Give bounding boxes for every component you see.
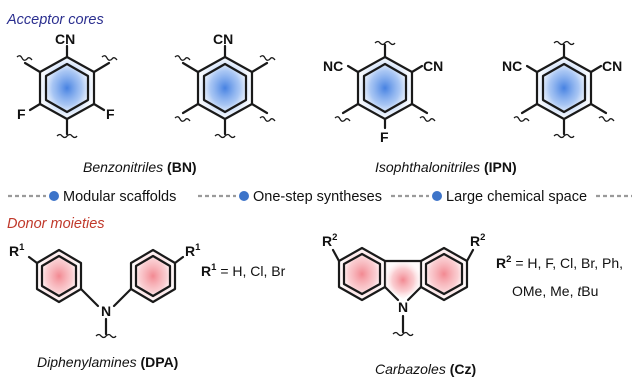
caption-carbazoles: Carbazoles (Cz)	[375, 361, 476, 377]
nitrogen-label: N	[101, 303, 111, 319]
caption-benzonitriles: Benzonitriles (BN)	[83, 159, 197, 175]
bullet-icon	[432, 191, 442, 201]
substituent-r2-label: R2	[470, 232, 485, 249]
nitrile-label: NC	[502, 58, 522, 74]
caption-isophthalonitriles: Isophthalonitriles (IPN)	[375, 159, 517, 175]
r2-definition-line1: R2 = H, F, Cl, Br, Ph,	[496, 254, 623, 271]
caption-diphenylamines: Diphenylamines (DPA)	[37, 354, 178, 370]
cyano-label: CN	[55, 31, 75, 47]
substituent-r2-label: R2	[322, 232, 337, 249]
donor-molecule-dpa: R1 R1 N	[9, 242, 201, 339]
nitrogen-label: N	[398, 299, 408, 315]
cyano-label: CN	[602, 58, 622, 74]
feature-row: Modular scaffolds One-step syntheses Lar…	[8, 189, 632, 205]
fluoro-label: F	[17, 106, 26, 122]
feature-modular-scaffolds: Modular scaffolds	[63, 189, 176, 205]
donor-moieties-title: Donor moieties	[7, 216, 105, 232]
acceptor-cores-title: Acceptor cores	[6, 12, 104, 28]
acceptor-molecule-ipn-1: NC CN F	[323, 40, 443, 145]
feature-large-chemical-space: Large chemical space	[446, 189, 587, 205]
cyano-label: CN	[213, 31, 233, 47]
cyano-label: CN	[423, 58, 443, 74]
fluoro-label: F	[380, 129, 389, 145]
feature-one-step-syntheses: One-step syntheses	[253, 189, 382, 205]
r2-definition-line2: OMe, Me, tBu	[512, 283, 598, 299]
acceptor-molecule-ipn-2: NC CN	[502, 40, 622, 139]
acceptor-molecule-bn-1: CN F F	[16, 31, 118, 139]
bullet-icon	[49, 191, 59, 201]
r1-definition: R1 = H, Cl, Br	[201, 262, 286, 279]
substituent-r1-label: R1	[185, 242, 201, 259]
substituent-r1-label: R1	[9, 242, 25, 259]
donor-molecule-cz: N R2 R2	[322, 232, 485, 337]
bullet-icon	[239, 191, 249, 201]
nitrile-label: NC	[323, 58, 343, 74]
acceptor-molecule-bn-2: CN	[174, 31, 276, 139]
fluoro-label: F	[106, 106, 115, 122]
